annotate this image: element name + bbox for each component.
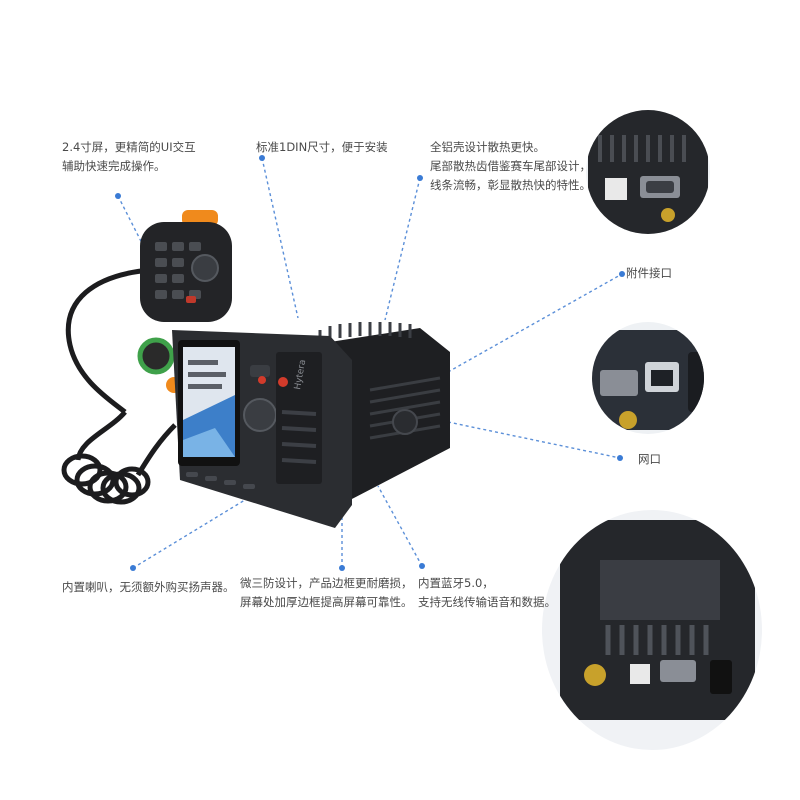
callout-heat-line1: 全铝壳设计散热更快。 bbox=[430, 140, 545, 154]
callout-dot bbox=[417, 175, 423, 181]
callout-bluetooth: 内置蓝牙5.0， 支持无线传输语音和数据。 bbox=[418, 574, 556, 612]
red-indicator bbox=[258, 376, 266, 384]
callout-heat: 全铝壳设计散热更快。 尾部散热齿借鉴赛车尾部设计， 线条流畅，彰显散热快的特性。 bbox=[430, 138, 591, 195]
callout-heat-line3: 线条流畅，彰显散热快的特性。 bbox=[430, 178, 591, 192]
callout-din: 标准1DIN尺寸，便于安装 bbox=[256, 138, 388, 157]
volume-knob bbox=[137, 337, 175, 375]
callout-dot bbox=[130, 565, 136, 571]
callout-dot bbox=[419, 563, 425, 569]
callout-screen-line2: 辅助快速完成操作。 bbox=[62, 159, 166, 173]
callout-speaker: 内置喇叭，无须额外购买扬声器。 bbox=[62, 578, 235, 597]
callout-speaker-line1: 内置喇叭，无须额外购买扬声器。 bbox=[62, 580, 235, 594]
coiled-cable bbox=[61, 267, 177, 505]
callout-rugged-line2: 屏幕处加厚边框提高屏幕可靠性。 bbox=[240, 595, 413, 609]
callout-network: 网口 bbox=[638, 450, 661, 469]
callout-screen: 2.4寸屏，更精简的UI交互 辅助快速完成操作。 bbox=[62, 138, 196, 176]
callout-accessory-line1: 附件接口 bbox=[626, 266, 672, 280]
callout-rugged: 微三防设计，产品边框更耐磨损， 屏幕处加厚边框提高屏幕可靠性。 bbox=[240, 574, 413, 612]
callout-bluetooth-line2: 支持无线传输语音和数据。 bbox=[418, 595, 556, 609]
callout-dot bbox=[115, 193, 121, 199]
callout-dot bbox=[619, 271, 625, 277]
callout-dot bbox=[617, 455, 623, 461]
callout-dot bbox=[259, 155, 265, 161]
callout-dot bbox=[339, 565, 345, 571]
callout-bluetooth-line1: 内置蓝牙5.0， bbox=[418, 576, 494, 590]
serial-connector bbox=[600, 370, 638, 396]
callout-network-line1: 网口 bbox=[638, 452, 661, 466]
callout-accessory: 附件接口 bbox=[626, 264, 672, 283]
power-connector bbox=[605, 178, 627, 200]
microphone-handset bbox=[140, 210, 232, 322]
callout-din-line1: 标准1DIN尺寸，便于安装 bbox=[256, 140, 388, 154]
callout-screen-line1: 2.4寸屏，更精简的UI交互 bbox=[62, 140, 196, 154]
callout-rugged-line1: 微三防设计，产品边框更耐磨损， bbox=[240, 576, 413, 590]
callout-heat-line2: 尾部散热齿借鉴赛车尾部设计， bbox=[430, 159, 591, 173]
